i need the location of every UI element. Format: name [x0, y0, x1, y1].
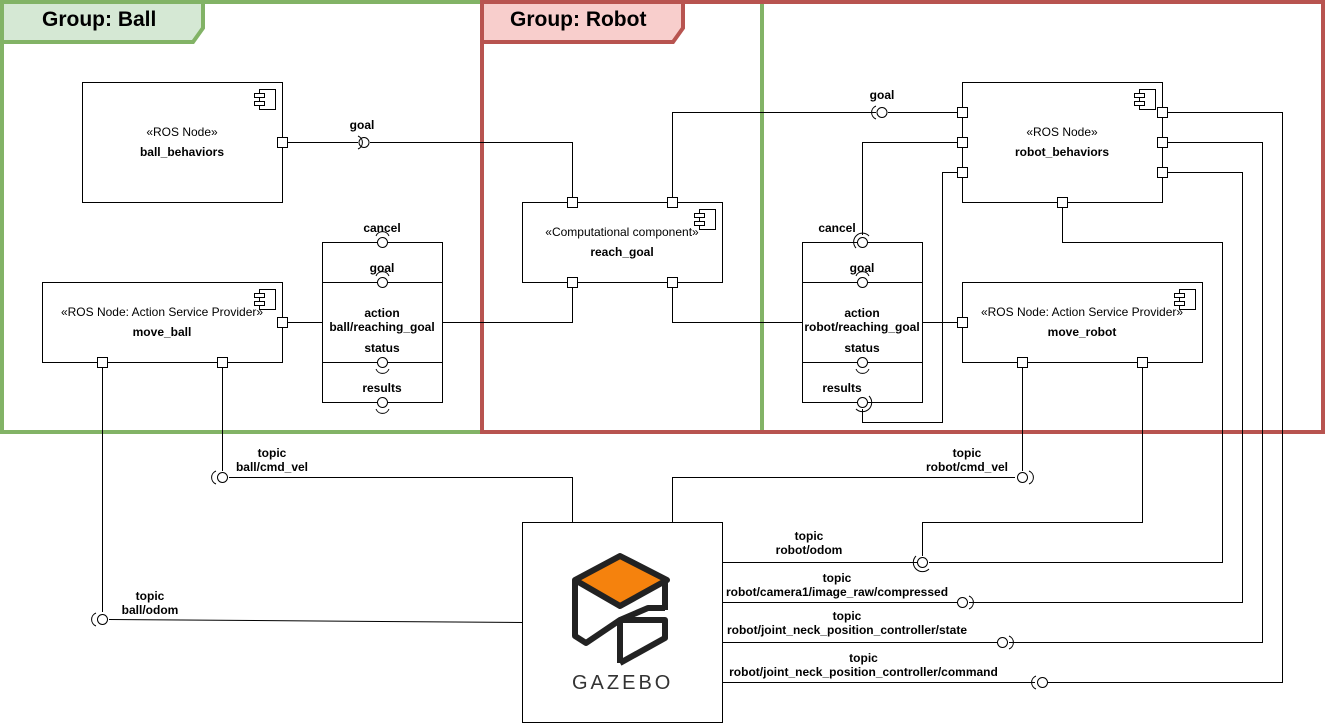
action-robot-box [802, 242, 923, 403]
action-robot-goal-label: goal [849, 261, 875, 275]
robot-behaviors-stereotype: «ROS Node» [1026, 125, 1098, 139]
move-robot-stereotype: «ROS Node: Action Service Provider» [980, 305, 1184, 319]
component-icon [254, 89, 276, 110]
ball-behaviors-name: ball_behaviors [139, 145, 225, 159]
goal-label-robot: goal [869, 88, 895, 102]
goal-interface-ball [358, 137, 370, 148]
group-robot-tab [480, 0, 685, 44]
group-robot-title: Group: Robot [510, 8, 647, 31]
move-ball-stereotype: «ROS Node: Action Service Provider» [60, 305, 264, 319]
component-icon [1174, 289, 1196, 310]
action-ball-goal-label: goal [369, 261, 395, 275]
gazebo-logo-icon [572, 553, 670, 666]
component-icon [1134, 89, 1156, 110]
action-robot-status-label: status [844, 341, 880, 355]
move-ball-node: «ROS Node: Action Service Provider» move… [42, 302, 282, 342]
reach-goal-component: «Computational component» reach_goal [522, 222, 722, 262]
ball-behaviors-stereotype: «ROS Node» [146, 125, 218, 139]
action-ball-results-label: results [362, 381, 402, 395]
group-ball-title: Group: Ball [42, 8, 157, 31]
goal-interface-robot [876, 107, 888, 118]
robot-behaviors-node: «ROS Node» robot_behaviors [962, 122, 1162, 162]
group-robot-frame [480, 0, 1325, 434]
move-robot-name: move_robot [1047, 325, 1117, 339]
group-ball-frame [0, 0, 764, 434]
move-ball-box [42, 282, 283, 363]
component-icon [254, 289, 276, 310]
goal-label-ball: goal [349, 118, 375, 132]
action-robot-results-label: results [822, 381, 862, 395]
ball-behaviors-box [82, 82, 283, 203]
reach-goal-stereotype: «Computational component» [545, 225, 699, 239]
reach-goal-name: reach_goal [590, 245, 654, 259]
ball-behaviors-node: «ROS Node» ball_behaviors [82, 122, 282, 162]
move-robot-box [962, 282, 1203, 363]
gazebo-logo-text: GAZEBO [572, 672, 674, 694]
action-ball-cancel-label: cancel [363, 221, 401, 235]
reach-goal-box [522, 202, 723, 283]
move-ball-name: move_ball [132, 325, 192, 339]
action-ball-status-label: status [364, 341, 400, 355]
action-robot-cancel-label: cancel [818, 221, 856, 235]
move-robot-node: «ROS Node: Action Service Provider» move… [962, 302, 1202, 342]
robot-behaviors-name: robot_behaviors [1014, 145, 1110, 159]
component-icon [694, 209, 716, 230]
group-ball-tab [0, 0, 205, 44]
